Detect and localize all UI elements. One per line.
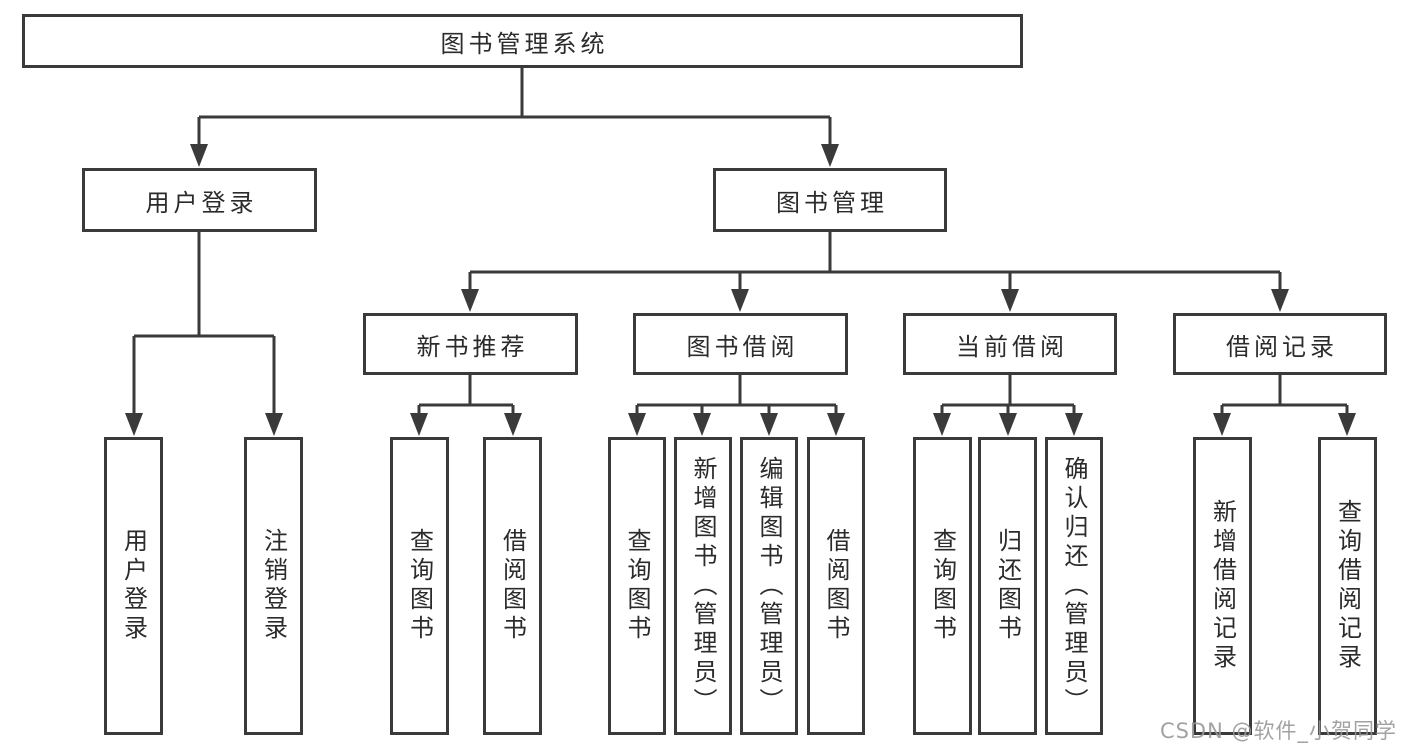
leaf-current-query-book: 查询图书	[913, 437, 972, 735]
leaf-records-add-record: 新增借阅记录	[1193, 437, 1252, 735]
leaf-borrow-query-book: 查询图书	[608, 437, 666, 735]
leaf-borrow-add-book-label: 新增图书（管理员）	[689, 455, 717, 717]
node-root-label: 图书管理系统	[440, 29, 609, 58]
leaf-current-query-book-label: 查询图书	[928, 528, 957, 644]
leaf-user-login-label: 用户登录	[119, 528, 148, 644]
node-current-borrow-label: 当前借阅	[956, 332, 1068, 361]
node-book-borrow: 图书借阅	[633, 313, 848, 375]
leaf-borrow-edit-book: 编辑图书（管理员）	[740, 437, 798, 735]
watermark: CSDN @软件_小贺同学	[1159, 719, 1397, 743]
leaf-recommend-query-book: 查询图书	[390, 437, 449, 735]
leaf-logout: 注销登录	[244, 437, 303, 735]
node-book-management-label: 图书管理	[776, 188, 888, 217]
node-user-login: 用户登录	[82, 168, 317, 232]
arrowheads	[125, 144, 1356, 436]
leaf-logout-label: 注销登录	[259, 528, 288, 644]
node-book-management: 图书管理	[713, 168, 947, 232]
leaf-borrow-query-book-label: 查询图书	[623, 528, 651, 644]
node-root: 图书管理系统	[22, 14, 1023, 68]
leaf-borrow-borrow-book-label: 借阅图书	[822, 528, 850, 644]
node-borrow-records-label: 借阅记录	[1226, 332, 1338, 361]
leaf-recommend-borrow-book: 借阅图书	[483, 437, 542, 735]
node-user-login-label: 用户登录	[145, 188, 258, 217]
leaf-records-add-record-label: 新增借阅记录	[1208, 499, 1237, 673]
leaf-records-query-record: 查询借阅记录	[1318, 437, 1377, 735]
leaf-current-confirm-return-label: 确认归还（管理员）	[1060, 455, 1088, 717]
leaf-borrow-edit-book-label: 编辑图书（管理员）	[755, 455, 783, 717]
leaf-current-return-book-label: 归还图书	[993, 528, 1022, 644]
leaf-current-return-book: 归还图书	[978, 437, 1037, 735]
leaf-borrow-add-book: 新增图书（管理员）	[674, 437, 732, 735]
node-new-book-recommend: 新书推荐	[363, 313, 578, 375]
leaf-borrow-borrow-book: 借阅图书	[807, 437, 865, 735]
node-borrow-records: 借阅记录	[1173, 313, 1387, 375]
leaf-recommend-query-book-label: 查询图书	[405, 528, 434, 644]
node-new-book-recommend-label: 新书推荐	[416, 332, 529, 361]
leaf-user-login: 用户登录	[104, 437, 163, 735]
node-book-borrow-label: 图书借阅	[686, 332, 799, 361]
node-current-borrow: 当前借阅	[903, 313, 1117, 375]
leaf-records-query-record-label: 查询借阅记录	[1333, 499, 1362, 673]
leaf-current-confirm-return: 确认归还（管理员）	[1045, 437, 1103, 735]
leaf-recommend-borrow-book-label: 借阅图书	[498, 528, 527, 644]
